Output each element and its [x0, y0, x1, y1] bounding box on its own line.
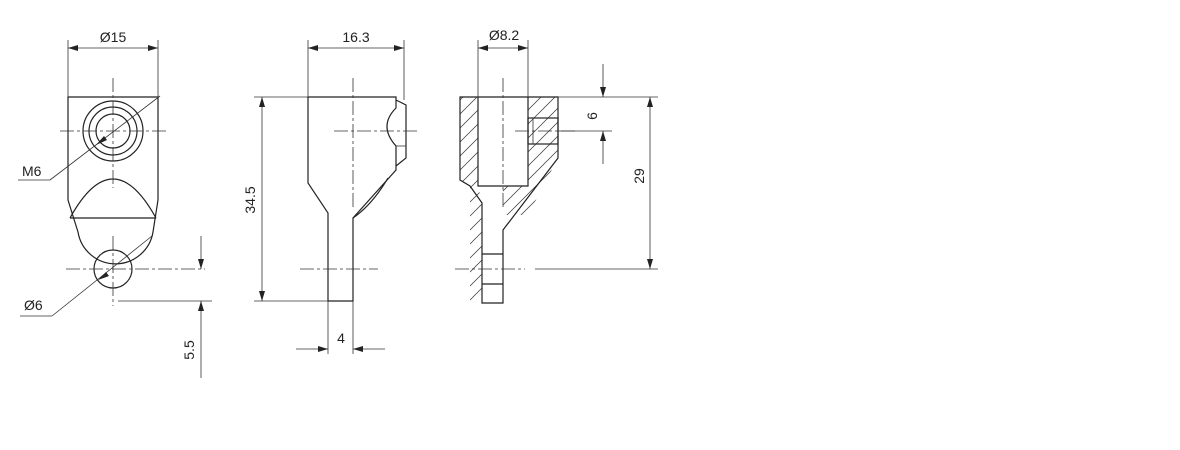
dim-diameter-top: Ø15 [100, 29, 127, 45]
dim-thread: M6 [22, 163, 42, 179]
dim-bore-diameter: Ø8.2 [489, 27, 520, 43]
dim-height: 34.5 [242, 186, 258, 213]
dim-width-top: 16.3 [342, 29, 369, 45]
dim-diameter-hole: Ø6 [24, 297, 43, 313]
dim-edge-offset: 5.5 [181, 340, 197, 360]
side-view: 16.3 34.5 4 [242, 29, 418, 354]
dim-center-distance: 29 [631, 168, 647, 184]
section-view: Ø8.2 6 29 [455, 27, 658, 304]
front-view: Ø15 M6 Ø6 5.5 [18, 29, 212, 378]
dim-thread-depth: 6 [584, 112, 600, 120]
dim-tab-thickness: 4 [337, 330, 345, 346]
